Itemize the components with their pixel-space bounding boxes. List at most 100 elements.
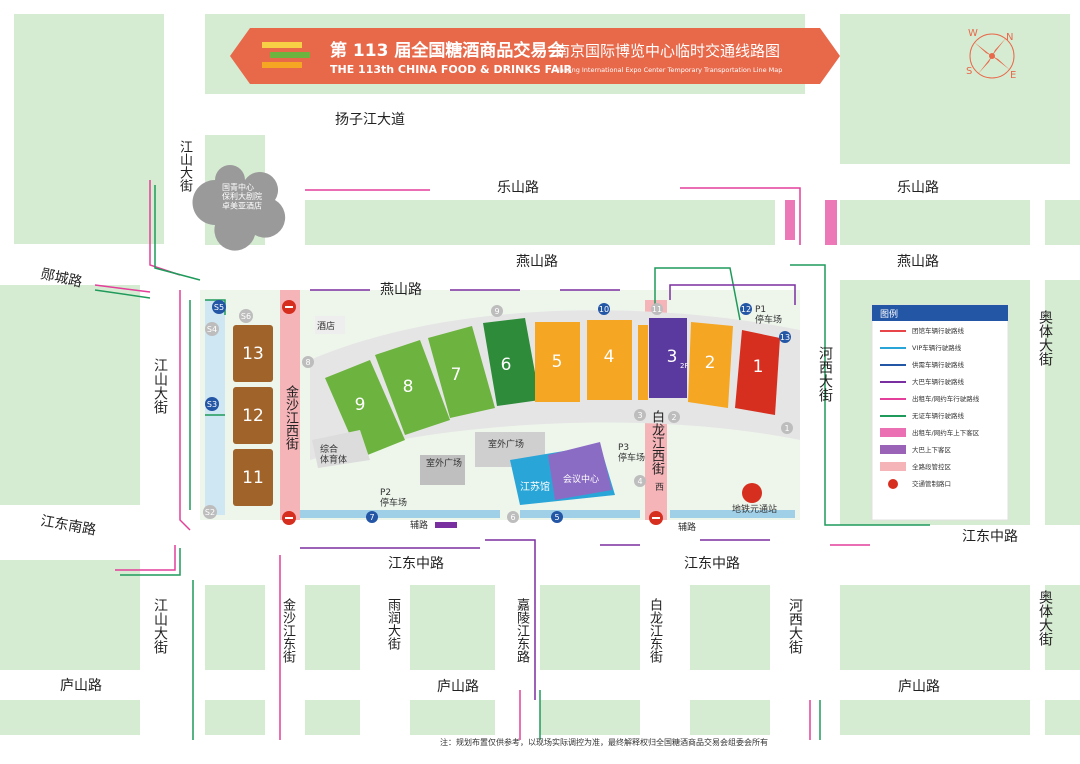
block — [690, 585, 770, 670]
road-yanshan-inner: 燕山路 — [380, 282, 422, 298]
hall-5[interactable]: 5 — [535, 322, 580, 402]
road-leshan-right: 乐山路 — [897, 180, 939, 196]
gate-3-label: 3 — [637, 411, 642, 420]
gate-9-label: 9 — [494, 307, 499, 316]
outdoor-plaza-1-label: 室外广场 — [426, 457, 462, 469]
route-nocert — [654, 267, 741, 321]
route-taxi — [94, 284, 151, 293]
gate-11-label: 11 — [652, 305, 662, 314]
road-jinsha-east: 金沙江东街 — [280, 598, 295, 663]
legend-swatch — [880, 462, 906, 471]
hall-6[interactable]: 6 — [483, 318, 540, 406]
block — [690, 700, 770, 735]
legend-swatch — [880, 428, 906, 437]
gate-s5-label: S5 — [214, 303, 224, 312]
route-nocert — [790, 264, 930, 526]
block — [410, 700, 495, 735]
compass-w: W — [968, 28, 978, 39]
metro-label: 地铁元通站 — [732, 503, 777, 515]
block — [1045, 280, 1080, 525]
block — [840, 14, 1070, 164]
hall-11[interactable]: 11 — [233, 449, 273, 506]
metro-icon — [742, 483, 762, 503]
road-lushan-mid: 庐山路 — [437, 679, 479, 695]
hall-12[interactable]: 12 — [233, 387, 273, 444]
gate-s4-label: S4 — [207, 325, 217, 334]
gate-s5 — [212, 300, 226, 314]
hall-1-label: 1 — [753, 357, 764, 377]
youth-center-building — [192, 165, 286, 251]
legend-item-label: 大巴上下客区 — [912, 445, 952, 454]
legend-item-label: 无证车辆行驶路线 — [912, 411, 965, 420]
block — [1045, 585, 1080, 670]
hall-4[interactable]: 4 — [587, 320, 632, 400]
gate-markers: 1 2 3 4 5 6 7 8 9 10 11 12 13 — [302, 303, 793, 523]
gate-2 — [668, 411, 680, 423]
legend-swatch — [880, 445, 906, 454]
block — [1045, 700, 1080, 735]
title-cn-left: 第 113 届全国糖酒商品交易会 — [330, 40, 564, 61]
hall-7-label: 7 — [451, 365, 462, 385]
road-jialing-text: 嘉陵江东路 — [514, 598, 529, 663]
legend-title: 图例 — [880, 308, 898, 320]
title-cn-right: 南京国际博览中心临时交通线路图 — [555, 42, 780, 60]
gate-s6-label: S6 — [241, 312, 251, 321]
road-jiangshan-bottom-text: 江山大街 — [152, 598, 168, 654]
route-taxi — [680, 187, 801, 245]
gate-s2 — [203, 505, 217, 519]
taxi-zone — [825, 200, 837, 245]
hall-2[interactable]: 2 — [688, 322, 733, 408]
road-jinsha-west: 金沙江西街 — [283, 385, 298, 450]
gate-10 — [598, 303, 610, 315]
banner-shape — [230, 28, 840, 84]
block — [540, 700, 640, 735]
title-en-right: Nanjing International Expo Center Tempor… — [555, 66, 782, 74]
hall-1[interactable]: 1 — [735, 330, 780, 415]
road-jialing: 嘉陵江东路 — [514, 598, 529, 663]
route-bus — [485, 539, 536, 700]
west-halls: 13 12 11 — [233, 325, 273, 506]
route-bus — [669, 284, 796, 305]
block — [305, 200, 775, 245]
sports-complex-label: 综合体育体 — [320, 443, 347, 465]
road-hexi-bottom-text: 河西大街 — [787, 598, 803, 654]
hall-8-label: 8 — [403, 377, 414, 397]
gate-3 — [634, 409, 646, 421]
road-yurun: 雨润大街 — [385, 598, 400, 650]
hall-9[interactable]: 9 — [325, 360, 405, 458]
conference-center[interactable] — [548, 442, 612, 500]
block — [840, 200, 1030, 245]
gate-8-label: 8 — [305, 358, 310, 367]
road-jiangshan-top: 江山大街 — [177, 140, 192, 192]
road-bailong-west-text: 白龙江西街 — [649, 410, 664, 475]
route-nocert — [94, 289, 151, 299]
legend-item-label: 大巴车辆行驶路线 — [912, 377, 965, 386]
route-nocert — [120, 548, 181, 576]
road-fulu2: 辅路 — [678, 521, 696, 533]
hall-3[interactable]: 3 2F — [638, 318, 688, 400]
hall-7[interactable]: 7 — [428, 326, 495, 418]
compass-s: S — [966, 66, 972, 77]
block — [1045, 200, 1080, 245]
gate-10-label: 10 — [599, 305, 609, 314]
hotel-label: 酒店 — [317, 320, 335, 332]
gate-11 — [651, 303, 663, 315]
road-hexi-top: 河西大街 — [817, 346, 833, 402]
hall-9-label: 9 — [355, 395, 366, 415]
title-en-left: THE 113th CHINA FOOD & DRINKS FAIR — [330, 63, 572, 76]
conference-label: 会议中心 — [563, 473, 599, 485]
road-jiangdong-mid2: 江东中路 — [684, 556, 740, 572]
road-bailong-east: 白龙江东街 — [647, 598, 662, 663]
hall-13[interactable]: 13 — [233, 325, 273, 382]
gate-13-label: 13 — [780, 333, 790, 342]
outdoor-plaza-1-bg — [420, 455, 465, 485]
hall-8[interactable]: 8 — [375, 340, 450, 435]
road-leshan-left: 乐山路 — [497, 180, 539, 196]
road-bailong-east-text: 白龙江东街 — [647, 598, 662, 663]
road-lushan-left: 庐山路 — [60, 678, 102, 694]
route-taxi — [179, 290, 191, 531]
